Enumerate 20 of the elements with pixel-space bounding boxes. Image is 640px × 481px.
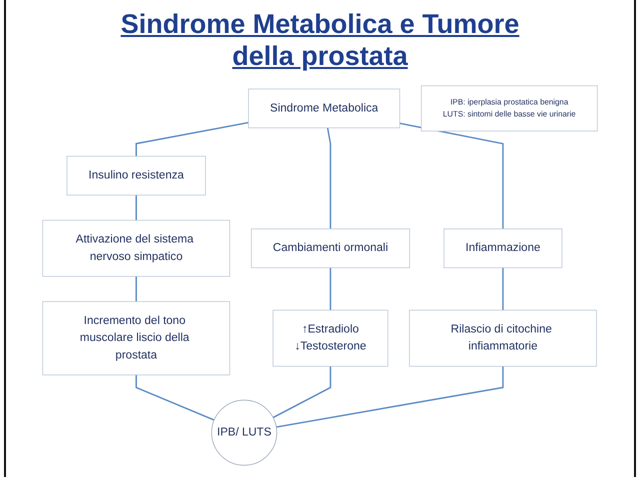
node-circle: IPB/ LUTS <box>211 400 278 466</box>
node-box: Incremento del tono muscolare liscio della prostata <box>42 301 230 376</box>
node-box: Rilascio di citochine infiammatorie <box>409 310 597 367</box>
connector <box>502 268 504 310</box>
connector <box>136 122 249 156</box>
connector <box>136 195 137 220</box>
node-box: Insulino resistenza <box>66 156 206 196</box>
node-box: Infiammazione <box>444 228 562 268</box>
node-box: ↑Estradiolo ↓Testosterone <box>272 310 388 367</box>
node-box: Sindrome Metabolica <box>248 88 400 128</box>
diagram-title: Sindrome Metabolica e Tumore della prostata <box>120 8 520 72</box>
connector <box>136 276 137 302</box>
connector <box>400 122 504 229</box>
connector <box>276 366 504 428</box>
node-box: Attivazione del sistema nervoso simpatico <box>42 220 230 277</box>
connector <box>326 128 332 229</box>
connector <box>330 268 332 310</box>
connector <box>272 366 332 418</box>
connector <box>136 374 214 421</box>
node-box: Cambiamenti ormonali <box>250 228 410 268</box>
